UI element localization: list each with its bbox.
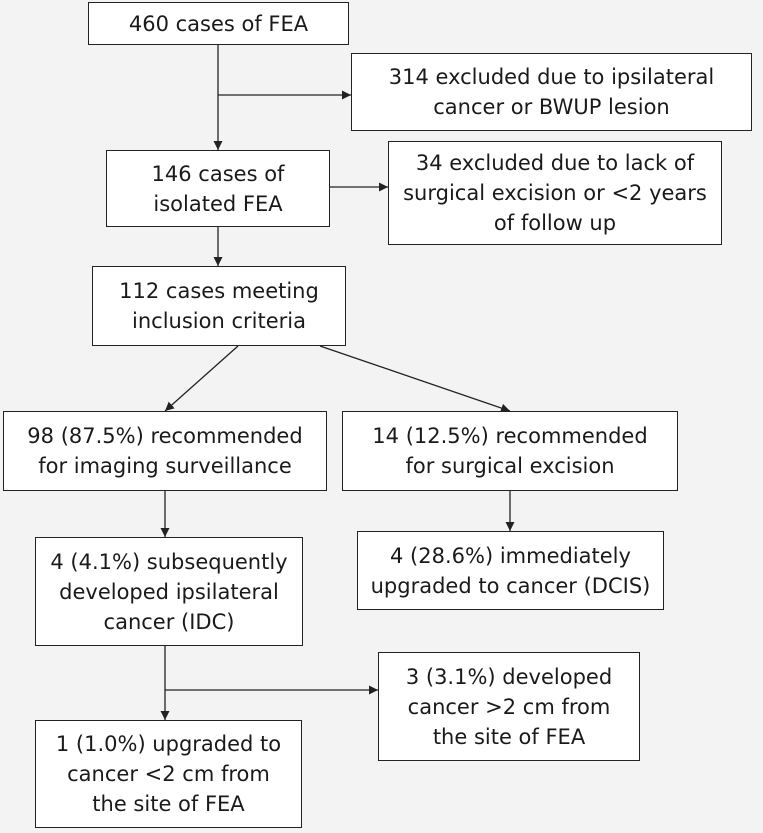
arrow-criteria-to-surgical [319, 345, 511, 413]
box-upgraded-near: 1 (1.0%) upgraded to cancer <2 cm from t… [35, 720, 302, 828]
box-excluded-2: 34 excluded due to lack of surgical exci… [388, 141, 722, 245]
box-isolated: 146 cases of isolated FEA [106, 150, 330, 227]
box-surgical-excision: 14 (12.5%) recommended for surgical exci… [342, 411, 678, 491]
box-upgraded-dcis: 4 (28.6%) immediately upgraded to cancer… [357, 531, 664, 610]
arrow-criteria-to-imaging [164, 345, 239, 412]
box-imaging-surveillance: 98 (87.5%) recommended for imaging surve… [3, 411, 327, 491]
box-excluded-1: 314 excluded due to ipsilateral cancer o… [351, 53, 752, 131]
box-meeting-criteria: 112 cases meeting inclusion criteria [92, 266, 346, 346]
box-developed-ipsilateral: 4 (4.1%) subsequently developed ipsilate… [35, 537, 303, 646]
box-developed-far: 3 (3.1%) developed cancer >2 cm from the… [378, 652, 640, 761]
box-start: 460 cases of FEA [88, 2, 349, 45]
